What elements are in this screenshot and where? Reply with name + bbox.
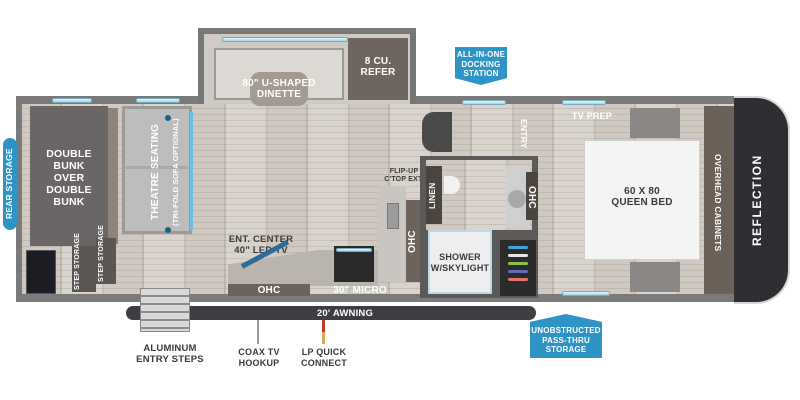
entry-steps <box>140 288 190 332</box>
refrigerator-label: 8 CU. REFER <box>360 56 396 78</box>
coax-cable-icon <box>257 320 259 344</box>
pass-thru-label: UNOBSTRUCTED PASS-THRU STORAGE <box>531 326 601 354</box>
electrical-panel <box>26 250 56 294</box>
linen-closet <box>426 166 442 224</box>
overhead-cabinets <box>704 106 734 294</box>
lp-label: LP QUICK CONNECT <box>301 347 347 368</box>
flip-up-label: FLIP-UP C'TOP EXT. <box>384 168 424 183</box>
theatre-seating-label: THEATRE SEATING <box>150 124 161 220</box>
awning <box>126 306 536 320</box>
pass-thru-badge <box>530 314 602 358</box>
step-storage-1 <box>72 246 96 292</box>
led-strip <box>52 98 92 103</box>
overhead-cabinets-label: OVERHEAD CABINETS <box>713 154 723 252</box>
entry-label: ENTRY <box>519 119 529 149</box>
queen-bed <box>584 140 700 260</box>
shower <box>428 230 492 294</box>
shoe-icon <box>508 246 528 249</box>
bunk-partition <box>108 108 118 244</box>
dinette-label: 80" U-SHAPED DINETTE <box>242 78 316 100</box>
nightstand <box>630 108 680 138</box>
tv-prep-label: TV PREP <box>572 111 612 121</box>
step-storage-2-label: STEP STORAGE <box>98 225 105 282</box>
shoe-icon <box>508 278 528 281</box>
rear-storage-label: REAR STORAGE <box>4 148 14 220</box>
cupholder-icon <box>165 115 171 121</box>
rear-bunk-label: DOUBLE BUNK OVER DOUBLE BUNK <box>46 148 92 208</box>
bath-basin <box>508 190 526 208</box>
coax-label: COAX TV HOOKUP <box>238 347 280 368</box>
step-storage-1-label: STEP STORAGE <box>74 233 81 290</box>
led-strip <box>462 100 506 105</box>
entry-steps-column <box>422 112 452 152</box>
rear-bunk <box>30 106 108 246</box>
shower-label: SHOWER w/SKYLIGHT <box>430 252 490 273</box>
seat-edge-led <box>190 112 193 230</box>
micro-label: 30" MICRO <box>333 285 387 296</box>
shoe-icon <box>508 270 528 273</box>
led-strip <box>136 98 180 103</box>
docking-station-label: ALL-IN-ONE DOCKING STATION <box>456 50 506 78</box>
linen-label: LINEN <box>427 182 437 210</box>
shoe-icon <box>508 262 528 265</box>
bath-ohc <box>526 172 538 220</box>
entry-steps-label: ALUMINUM ENTRY STEPS <box>136 343 204 365</box>
brand-logo: REFLECTION <box>750 154 764 246</box>
awning-label: 20' AWNING <box>316 308 374 319</box>
sink <box>387 203 399 229</box>
lp-connector-icon <box>322 320 325 344</box>
seat-divider <box>126 166 188 169</box>
queen-bed-label: 60 x 80 QUEEN BED <box>611 186 673 208</box>
rear-storage-badge <box>3 138 17 230</box>
stove <box>334 246 374 282</box>
theatre-seating-note: (TRI-FOLD SOFA OPTIONAL) <box>171 118 180 226</box>
bath-ohc-label: OHC <box>526 186 537 209</box>
step-storage-2 <box>96 238 116 284</box>
kitchen-ohc <box>228 284 310 296</box>
kitchen-ohc-label: OHC <box>257 285 281 296</box>
galley-counter <box>378 186 406 282</box>
toilet-icon <box>444 176 460 194</box>
cupholder-icon <box>165 227 171 233</box>
galley-ohc <box>406 200 420 282</box>
led-strip <box>562 291 610 296</box>
dinette-table <box>250 72 308 106</box>
shoe-icon <box>508 254 528 257</box>
front-cap <box>734 96 790 304</box>
led-strip <box>222 37 348 42</box>
nightstand <box>630 262 680 292</box>
shoe-rack <box>500 240 536 296</box>
refrigerator <box>348 38 408 100</box>
ent-center-label: ENT. CENTER 40" LED TV <box>228 234 294 256</box>
stove-burners <box>336 248 372 252</box>
docking-station-badge <box>455 47 507 85</box>
galley-ohc-label: OHC <box>407 230 418 254</box>
led-strip <box>562 100 606 105</box>
